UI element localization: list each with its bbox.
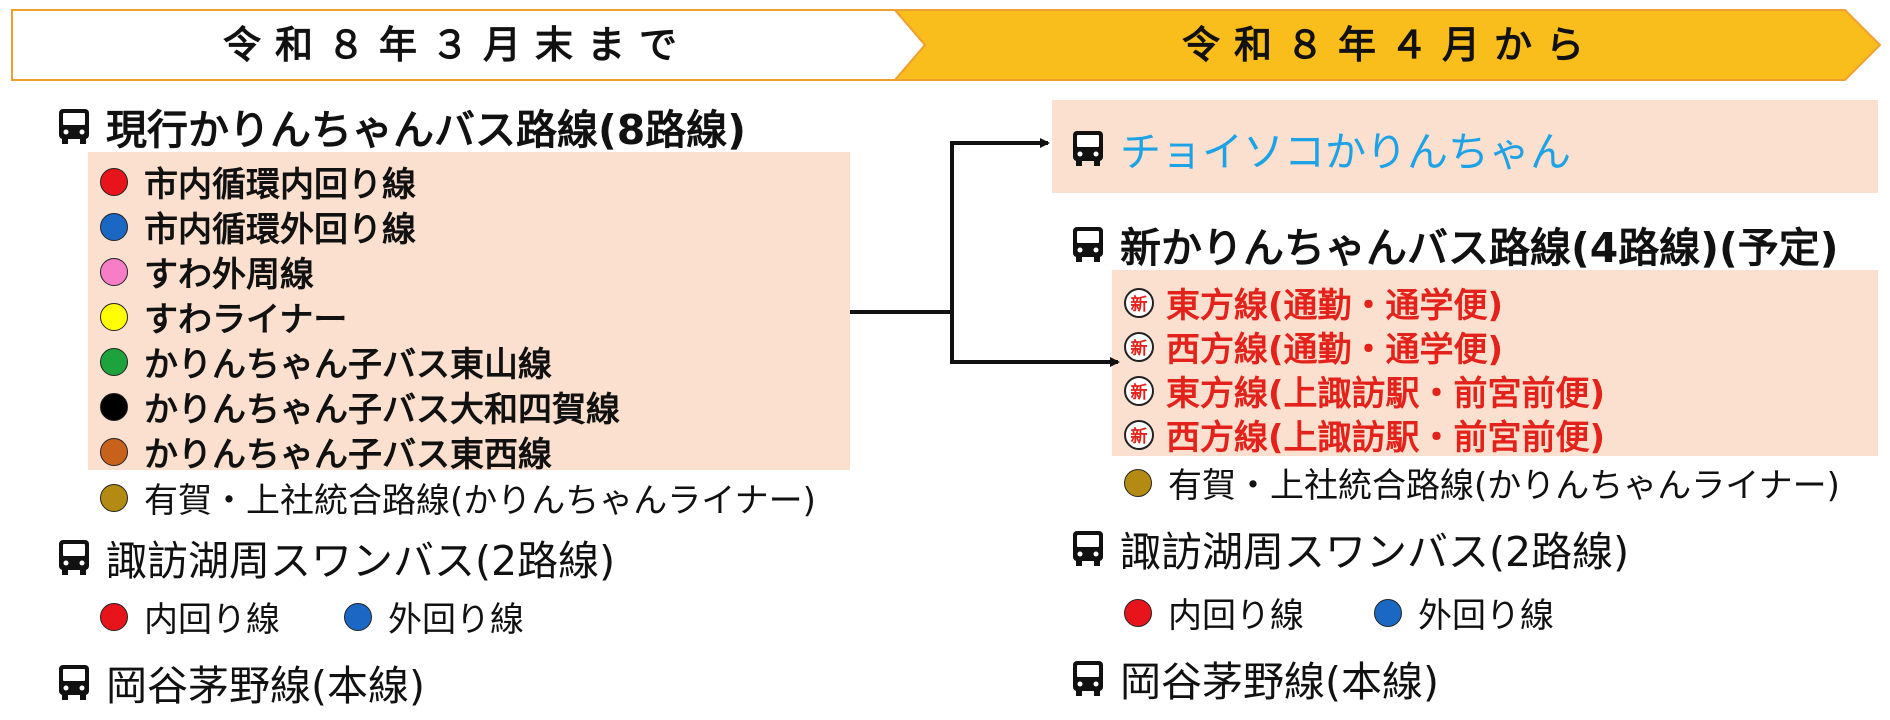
okaya-title: 岡谷茅野線(本線) bbox=[1120, 658, 1439, 706]
new-badge-icon: 新 bbox=[1124, 419, 1154, 450]
bus-icon bbox=[1073, 227, 1103, 262]
banner-right-label: 令和８年４月から bbox=[1181, 23, 1598, 67]
right-swan-route: 内回り線 bbox=[1124, 588, 1304, 637]
left-swan-route: 内回り線 bbox=[100, 592, 280, 641]
route-color-dot bbox=[100, 257, 128, 286]
left-current-routes-box bbox=[88, 152, 850, 470]
current-routes-title: 現行かりんちゃんバス路線(8路線) bbox=[106, 106, 747, 154]
left-ariga-row: 有賀・上社統合路線(かりんちゃんライナー) bbox=[100, 473, 816, 522]
left-route-row: 市内循環内回り線 bbox=[100, 157, 416, 206]
route-label: 内回り線 bbox=[144, 600, 280, 640]
route-color-dot bbox=[100, 347, 128, 376]
bus-icon bbox=[1073, 531, 1103, 566]
choiso-header: チョイソコかりんちゃん bbox=[1068, 118, 1571, 178]
route-color-dot bbox=[100, 392, 128, 421]
banner-left-label: 令和８年３月末まで bbox=[222, 23, 691, 67]
route-color-dot bbox=[1124, 468, 1152, 497]
new-badge-icon: 新 bbox=[1124, 331, 1154, 362]
right-swan-route: 外回り線 bbox=[1374, 588, 1554, 637]
bus-icon bbox=[59, 109, 89, 144]
route-color-dot bbox=[100, 602, 128, 631]
new-badge-icon: 新 bbox=[1124, 375, 1154, 406]
route-color-dot bbox=[100, 302, 128, 331]
swan-title: 諏訪湖周スワンバス(2路線) bbox=[106, 537, 616, 585]
route-label: 外回り線 bbox=[388, 600, 524, 640]
route-label: かりんちゃん子バス東西線 bbox=[144, 435, 552, 475]
new-route-row: 新 東方線(通勤・通学便) bbox=[1124, 278, 1503, 327]
left-route-row: かりんちゃん子バス東山線 bbox=[100, 337, 552, 386]
left-route-row: 市内循環外回り線 bbox=[100, 202, 416, 251]
route-color-dot bbox=[1124, 598, 1152, 627]
route-color-dot bbox=[100, 167, 128, 196]
left-route-row: すわライナー bbox=[100, 292, 347, 341]
new-route-row: 新 西方線(上諏訪駅・前宮前便) bbox=[1124, 410, 1605, 459]
left-route-row: すわ外周線 bbox=[100, 247, 314, 296]
route-color-dot bbox=[100, 212, 128, 241]
right-ariga-row: 有賀・上社統合路線(かりんちゃんライナー) bbox=[1124, 458, 1840, 507]
route-label: 東方線(通勤・通学便) bbox=[1166, 286, 1504, 326]
arrow-to-new-routes bbox=[950, 312, 1120, 367]
left-swan-header: 諏訪湖周スワンバス(2路線) bbox=[54, 527, 615, 587]
route-label: 有賀・上社統合路線(かりんちゃんライナー) bbox=[144, 481, 816, 521]
route-label: 市内循環外回り線 bbox=[144, 210, 416, 250]
right-okaya-header: 岡谷茅野線(本線) bbox=[1068, 648, 1439, 708]
left-okaya-header: 岡谷茅野線(本線) bbox=[54, 652, 425, 712]
choiso-title: チョイソコかりんちゃん bbox=[1120, 128, 1571, 176]
route-label: 東方線(上諏訪駅・前宮前便) bbox=[1166, 374, 1606, 414]
route-label: 西方線(上諏訪駅・前宮前便) bbox=[1166, 418, 1606, 458]
bus-icon bbox=[59, 540, 89, 575]
right-new-routes-box bbox=[1112, 270, 1878, 456]
route-label: かりんちゃん子バス東山線 bbox=[144, 345, 552, 385]
new-routes-header: 新かりんちゃんバス路線(4路線)(予定) bbox=[1068, 214, 1838, 274]
route-label: 市内循環内回り線 bbox=[144, 165, 416, 205]
route-color-dot bbox=[100, 483, 128, 512]
current-routes-header: 現行かりんちゃんバス路線(8路線) bbox=[54, 96, 746, 156]
right-swan-header: 諏訪湖周スワンバス(2路線) bbox=[1068, 518, 1629, 578]
route-label: 内回り線 bbox=[1168, 596, 1304, 636]
swan-title: 諏訪湖周スワンバス(2路線) bbox=[1120, 528, 1630, 576]
bus-icon bbox=[1073, 661, 1103, 696]
okaya-title: 岡谷茅野線(本線) bbox=[106, 662, 425, 710]
left-route-row: かりんちゃん子バス東西線 bbox=[100, 427, 552, 476]
route-label: すわ外周線 bbox=[144, 255, 314, 295]
left-route-row: かりんちゃん子バス大和四賀線 bbox=[100, 382, 620, 431]
bus-icon bbox=[1073, 131, 1103, 166]
route-label: 西方線(通勤・通学便) bbox=[1166, 330, 1504, 370]
left-swan-route: 外回り線 bbox=[344, 592, 524, 641]
route-label: かりんちゃん子バス大和四賀線 bbox=[144, 390, 620, 430]
route-label: 外回り線 bbox=[1418, 596, 1554, 636]
banner-right-arrow bbox=[892, 9, 1882, 81]
route-label: 有賀・上社統合路線(かりんちゃんライナー) bbox=[1168, 466, 1840, 506]
new-route-row: 新 東方線(上諏訪駅・前宮前便) bbox=[1124, 366, 1605, 415]
new-badge-icon: 新 bbox=[1124, 287, 1154, 318]
new-route-row: 新 西方線(通勤・通学便) bbox=[1124, 322, 1503, 371]
arrow-to-choiso bbox=[950, 138, 1050, 312]
route-color-dot bbox=[344, 602, 372, 631]
right-choiso-box bbox=[1052, 100, 1878, 193]
route-color-dot bbox=[100, 437, 128, 466]
bus-icon bbox=[59, 665, 89, 700]
route-label: すわライナー bbox=[144, 300, 348, 340]
route-color-dot bbox=[1374, 598, 1402, 627]
new-routes-title: 新かりんちゃんバス路線(4路線)(予定) bbox=[1120, 224, 1839, 272]
